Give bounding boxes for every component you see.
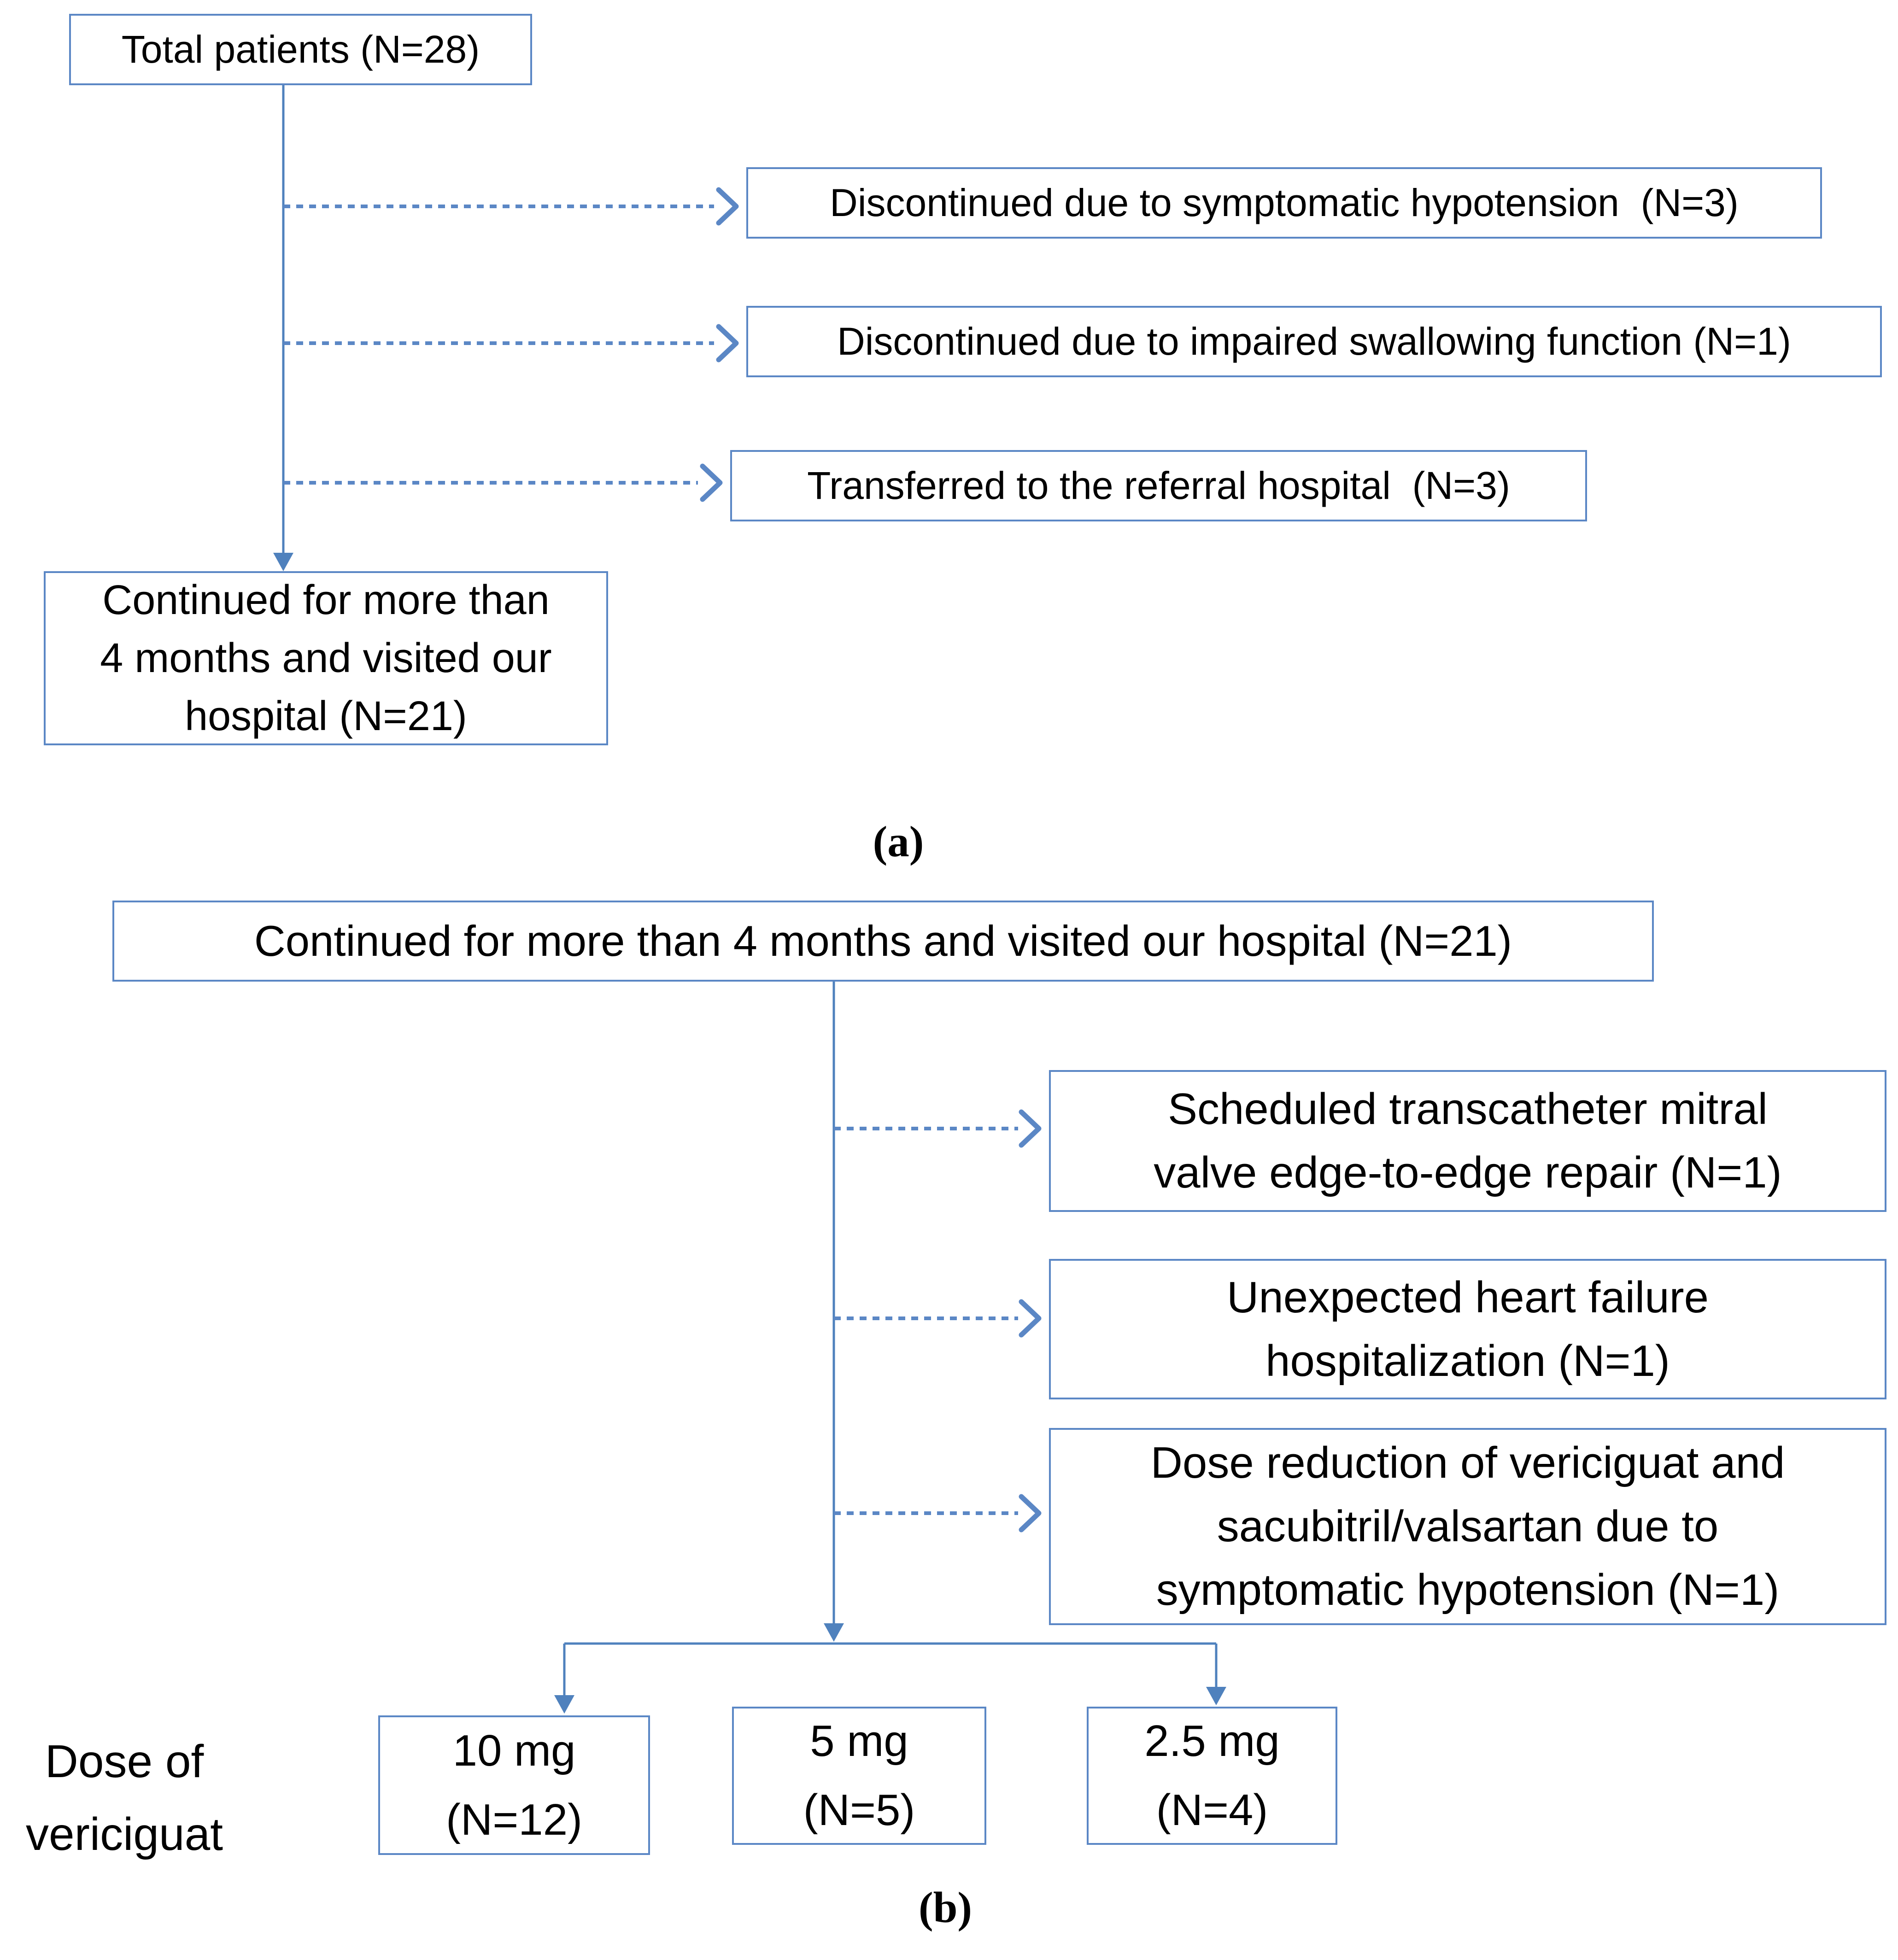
dose-10mg-line-2: (N=12) — [445, 1795, 583, 1844]
box-mitral-repair: Scheduled transcatheter mitral valve edg… — [1049, 1070, 1886, 1212]
box-dose-reduction: Dose reduction of vericiguat and sacubit… — [1049, 1428, 1886, 1625]
dose-5mg-line-1: 5 mg — [810, 1716, 908, 1766]
box-hf-hospitalization: Unexpected heart failure hospitalization… — [1049, 1259, 1886, 1399]
continued-a-line-3: hospital (N=21) — [185, 693, 467, 739]
dashed-arrow-hf-hospitalization — [834, 1299, 1042, 1338]
dose-label-line-2: vericiguat — [26, 1808, 223, 1860]
dose-of-vericiguat-label: Dose of vericiguat — [5, 1725, 244, 1871]
mitral-repair-line-1: Scheduled transcatheter mitral — [1168, 1084, 1768, 1134]
dose-reduction-line-3: symptomatic hypotension (N=1) — [1156, 1565, 1780, 1615]
continued-a-line-2: 4 months and visited our — [100, 635, 552, 681]
arrow-total-to-continued — [273, 85, 293, 571]
box-total-patients: Total patients (N=28) — [69, 14, 532, 85]
box-dose-10mg: 10 mg (N=12) — [378, 1715, 650, 1855]
dashed-arrow-mitral-repair — [834, 1109, 1042, 1148]
mitral-repair-line-2: valve edge-to-edge repair (N=1) — [1154, 1148, 1782, 1197]
box-dose-2-5mg: 2.5 mg (N=4) — [1087, 1707, 1337, 1845]
panel-b-label: (b) — [918, 1883, 972, 1932]
dose-reduction-line-2: sacubitril/valsartan due to — [1217, 1502, 1719, 1551]
hf-hospitalization-line-1: Unexpected heart failure — [1227, 1272, 1709, 1322]
hf-hospitalization-line-2: hospitalization (N=1) — [1265, 1336, 1670, 1386]
box-total-patients-text: Total patients (N=28) — [121, 28, 480, 71]
dashed-arrow-dose-reduction — [834, 1494, 1042, 1533]
dose-reduction-line-1: Dose reduction of vericiguat and — [1150, 1438, 1785, 1487]
arrow-branch-to-10mg — [554, 1644, 574, 1714]
box-discontinued-swallowing-text: Discontinued due to impaired swallowing … — [837, 320, 1791, 363]
dose-label-line-1: Dose of — [45, 1736, 204, 1787]
continued-a-line-1: Continued for more than — [102, 577, 550, 623]
box-continued-4months-b: Continued for more than 4 months and vis… — [112, 901, 1654, 982]
dose-5mg-line-2: (N=5) — [803, 1785, 915, 1835]
panel-a-label: (a) — [873, 817, 924, 866]
arrow-continued-to-branch — [824, 981, 844, 1642]
arrow-branch-to-2-5mg — [1206, 1644, 1226, 1705]
dose-10mg-line-1: 10 mg — [452, 1726, 576, 1775]
box-continued-4months-b-text: Continued for more than 4 months and vis… — [254, 917, 1512, 965]
box-discontinued-hypotension: Discontinued due to symptomatic hypotens… — [746, 167, 1822, 239]
dose-2-5mg-line-1: 2.5 mg — [1144, 1716, 1280, 1766]
dose-2-5mg-line-2: (N=4) — [1156, 1785, 1268, 1835]
box-discontinued-hypotension-text: Discontinued due to symptomatic hypotens… — [830, 181, 1739, 224]
box-transferred-referral-text: Transferred to the referral hospital (N=… — [807, 464, 1510, 507]
dashed-arrow-hypotension — [283, 187, 739, 226]
dashed-arrow-transferred — [283, 463, 723, 502]
box-transferred-referral: Transferred to the referral hospital (N=… — [730, 450, 1587, 521]
dashed-arrow-swallowing — [283, 324, 739, 363]
box-discontinued-swallowing: Discontinued due to impaired swallowing … — [746, 306, 1882, 377]
box-continued-4months-a: Continued for more than 4 months and vis… — [44, 571, 608, 745]
box-dose-5mg: 5 mg (N=5) — [732, 1707, 986, 1845]
